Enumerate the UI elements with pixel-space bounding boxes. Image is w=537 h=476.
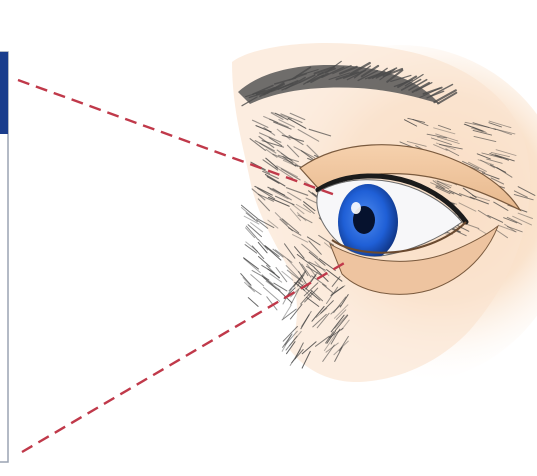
display-header-bar — [0, 52, 8, 134]
eye-highlight — [351, 202, 361, 214]
display-screen — [0, 52, 8, 462]
